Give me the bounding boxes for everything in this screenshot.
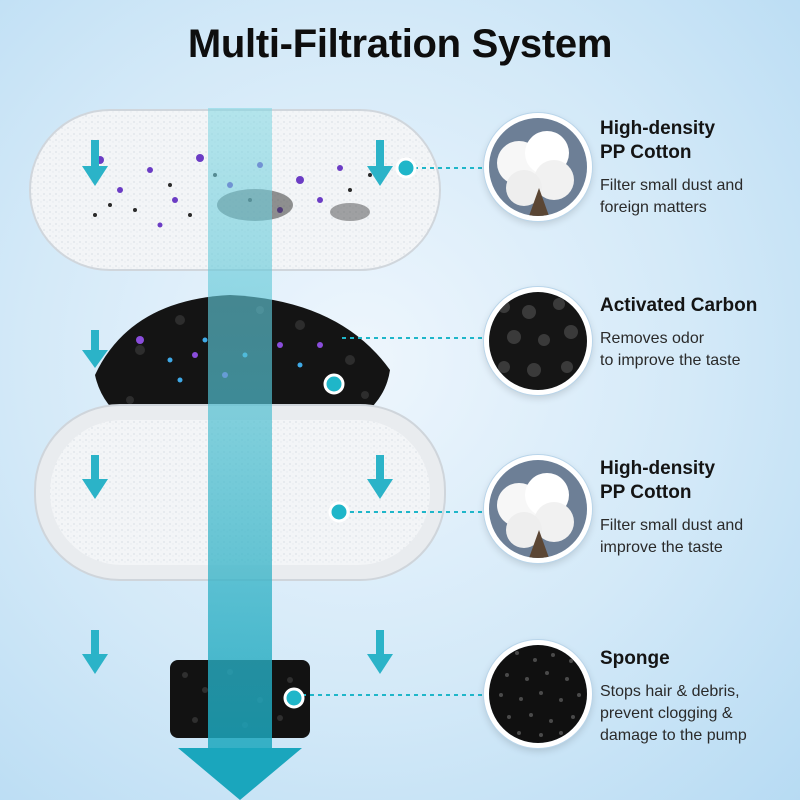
connector-lines (302, 167, 486, 696)
callout-sponge: Sponge Stops hair & debris, prevent clog… (600, 647, 795, 747)
carbon-icon (489, 292, 587, 390)
layer-name: High-density (600, 458, 716, 479)
connector-dots (283, 157, 417, 709)
layer-name: High-density (600, 118, 716, 139)
layer-name: PP Cotton (600, 482, 692, 503)
sponge-thumbnail (484, 640, 592, 748)
cotton-icon (489, 460, 587, 558)
cotton-icon (489, 118, 587, 216)
callout-pp-cotton-1: High-density PP Cotton Filter small dust… (600, 117, 795, 219)
callout-activated-carbon: Activated Carbon Removes odor to improve… (600, 294, 795, 372)
callout-pp-cotton-2: High-density PP Cotton Filter small dust… (600, 457, 795, 559)
carbon-thumbnail (484, 287, 592, 395)
side-arrows (82, 140, 393, 674)
cotton-thumbnail-2 (484, 455, 592, 563)
layer-description: Filter small dust and foreign matters (600, 177, 744, 216)
layer-name: PP Cotton (600, 142, 692, 163)
sponge-icon (489, 645, 587, 743)
layer-name: Sponge (600, 648, 670, 669)
layer-description: Removes odor to improve the taste (600, 330, 741, 369)
page-title: Multi-Filtration System (187, 22, 613, 66)
flow-arrow (178, 108, 302, 800)
layer-name: Activated Carbon (600, 295, 758, 316)
layer-description: Filter small dust and improve the taste (600, 517, 744, 556)
cotton-thumbnail-1 (484, 113, 592, 221)
layer-description: Stops hair & debris, prevent clogging & … (600, 683, 747, 744)
